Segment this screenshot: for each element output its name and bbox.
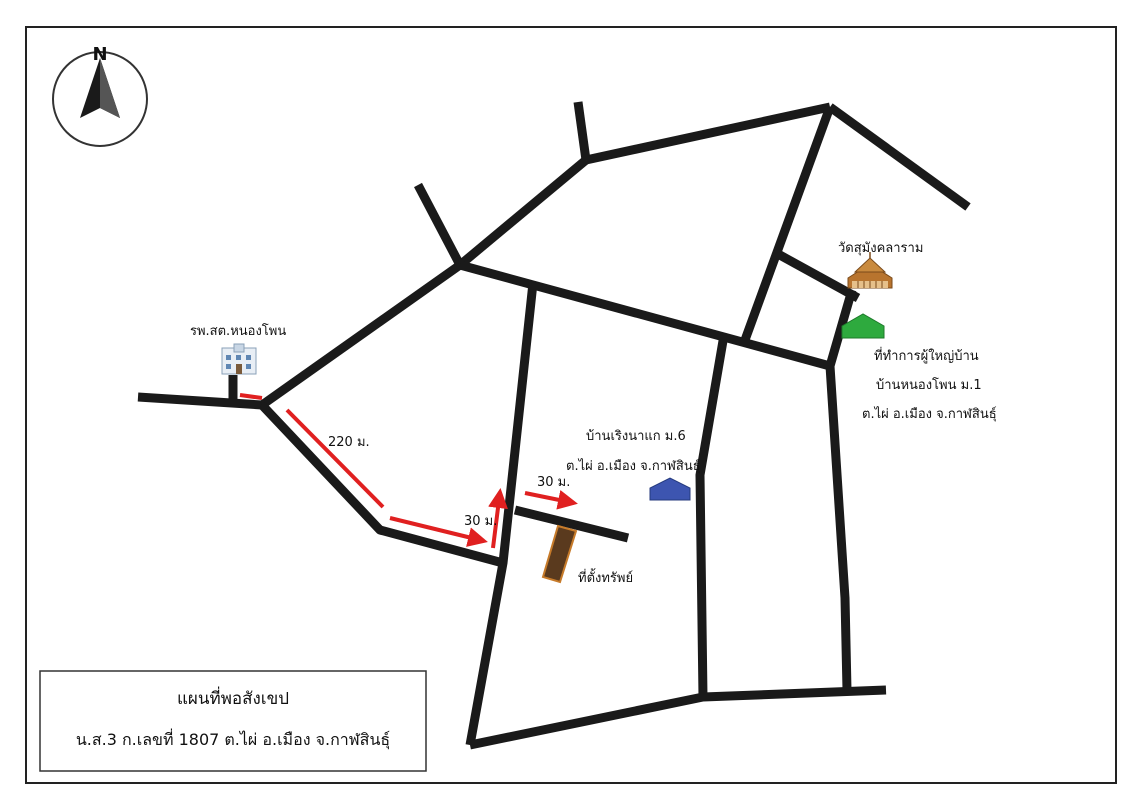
route-arrow-segment-4 (524, 490, 578, 510)
road-bottom (469, 685, 887, 750)
distance-label-220: 220 ม. (328, 435, 370, 450)
road-east-vertical (825, 365, 852, 691)
distance-label-30-a: 30 ม. (464, 514, 497, 529)
headman-office-label-2: บ้านหนองโพน ม.1 (876, 377, 982, 393)
village-label-1: บ้านเริงนาแก ม.6 (586, 429, 686, 444)
distance-label-30-b: 30 ม. (537, 475, 570, 490)
title-box: แผนที่พอสังเขป น.ส.3 ก.เลขที่ 1807 ต.ไผ่… (39, 670, 427, 772)
route-arrow-segment-3 (488, 488, 508, 549)
road-north-spur-left (414, 182, 464, 268)
road-east-diagonal (740, 105, 835, 342)
road-ne-diagonal (827, 103, 971, 211)
headman-office-label-3: ต.ไผ่ อ.เมือง จ.กาฬสินธุ์ (862, 406, 997, 422)
road-middle-vertical (695, 334, 729, 698)
health-center-icon (221, 343, 257, 375)
road-temple-link (775, 250, 861, 302)
village-label-2: ต.ไผ่ อ.เมือง จ.กาฬสินธุ์ (566, 458, 701, 474)
temple-label: วัดสุมังคลาราม (838, 241, 923, 256)
road-north-spur-right (573, 101, 591, 161)
road-property-lane (513, 505, 630, 543)
north-compass: N (52, 44, 148, 147)
route-path (239, 393, 578, 549)
headman-office-label-1: ที่ทำการผู้ใหญ่บ้าน (874, 347, 979, 364)
property-parcel-icon (541, 524, 578, 584)
route-arrow-segment-1 (285, 408, 385, 509)
north-label: N (92, 44, 107, 65)
map-frame (25, 26, 1117, 784)
road-upper-diagonal (457, 156, 589, 269)
road-mid-horizontal (458, 260, 832, 371)
headman-office-icon (841, 313, 885, 339)
title-box-line-2: น.ส.3 ก.เลขที่ 1807 ต.ไผ่ อ.เมือง จ.กาฬส… (76, 728, 390, 750)
road-nw-diagonal (259, 261, 463, 409)
temple-icon (847, 252, 893, 289)
route-arrow-segment-2 (389, 516, 488, 547)
health-center-label: รพ.สต.หนองโพน (190, 323, 286, 339)
road-west-stub (137, 392, 263, 410)
property-label: ที่ตั้งทรัพย์ (578, 568, 633, 586)
road-network (137, 101, 971, 750)
village-marker-icon (649, 477, 691, 501)
road-central-vertical (465, 282, 538, 746)
route-start-dash (239, 393, 263, 400)
road-top (585, 102, 831, 165)
road-sw-diagonal (258, 401, 505, 568)
road-temple-spur (825, 288, 857, 368)
title-box-line-1: แผนที่พอสังเขป (177, 686, 289, 709)
